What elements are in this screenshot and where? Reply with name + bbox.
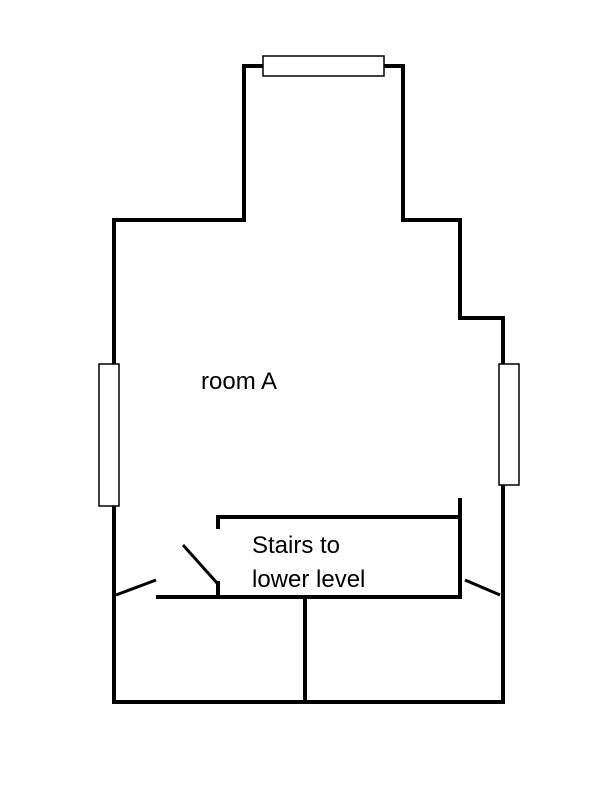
stairs-door-leaf [181,543,219,585]
bay-left-wall [242,64,265,222]
windows [98,55,520,507]
left-door-leaf [115,578,157,597]
outer-walls [112,64,505,704]
interior-walls [156,498,462,704]
left-window [98,363,120,507]
top-window [262,55,385,77]
right-window [498,363,520,486]
room-a-label: room A [201,368,277,395]
doors [115,543,501,597]
bay-right-wall [303,64,505,704]
stairs-label-line1: Stairs to [252,532,340,559]
stairs-label-line2: lower level [252,566,365,593]
left-wall [112,218,307,704]
right-door-leaf [464,578,501,597]
labels: room A Stairs to lower level [201,368,365,593]
